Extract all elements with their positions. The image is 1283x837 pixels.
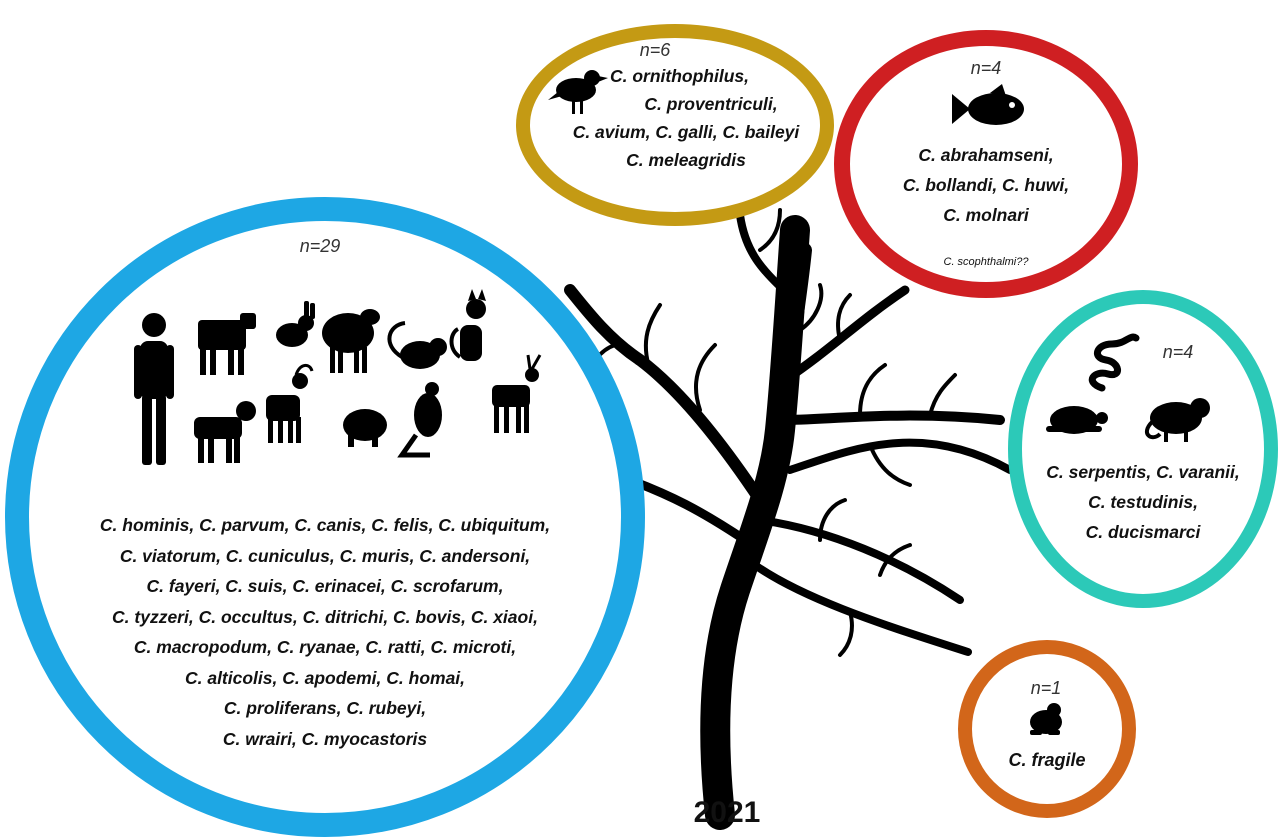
dog-icon [194,401,256,463]
species-line: C. alticolis, C. apodemi, C. homai, [184,667,466,688]
amphibians-count: n=1 [1030,678,1062,698]
tree-twig [694,343,717,412]
goat-icon [266,364,314,443]
species-line: C. bollandi, C. huwi, [902,175,1070,195]
snake-icon [1088,333,1140,392]
tree-branch [756,516,964,604]
tree-branch [744,556,972,656]
species-line: C. proventriculi, [644,94,778,114]
mammals-count: n=29 [299,236,341,256]
human-icon [134,313,174,465]
reptiles-species-list: C. serpentis, C. varanii, C. testudinis,… [1022,457,1264,547]
tree-branch [564,284,766,506]
pig-icon [343,409,387,447]
year-label: 2021 [693,796,761,829]
fish-note: C. scophthalmi?? [943,256,1029,268]
tree-twig [878,543,912,577]
chameleon-icon [1145,398,1210,442]
species-line: C. fragile [1008,750,1086,770]
rabbit-icon [276,301,315,347]
reptiles-icons [1046,333,1210,442]
species-line: C. abrahamseni, [918,145,1054,165]
reptiles-count: n=4 [1162,342,1194,362]
tree-twig [798,283,824,332]
rat-icon [387,321,447,369]
tree-twig [838,610,854,657]
tree-twig [836,293,852,342]
species-line: C. proliferans, C. rubeyi, [223,698,427,718]
species-line: C. hominis, C. parvum, C. canis, C. feli… [99,515,551,535]
bird-icon [548,70,608,114]
tree-twig [643,303,662,372]
birds-count: n=6 [639,40,671,60]
tree-twig [758,208,782,252]
species-line: C. ducismarci [1085,522,1201,542]
turtle-icon [1046,406,1108,434]
tree-twig [928,373,957,417]
species-line: C. testudinis, [1088,492,1198,512]
species-line: C. fayeri, C. suis, C. erinacei, C. scro… [146,576,504,596]
amphibians-species-list: C. fragile [980,746,1114,774]
frog-icon [1030,703,1062,735]
kangaroo-icon [397,382,442,458]
mammals-icons [134,289,542,465]
birds-species-list: C. ornithophilus, C. proventriculi, C. a… [540,62,832,174]
tree-branch [736,211,799,304]
species-line: C. ornithophilus, [610,66,750,86]
cow-icon [198,313,256,375]
species-line: C. avium, C. galli, C. baileyi [572,122,800,142]
deer-icon [492,354,542,433]
species-line: C. wrairi, C. myocastoris [222,728,428,749]
tree-branch [625,475,750,545]
fish-icon [952,84,1024,125]
tree-twig [858,363,887,417]
species-line: C. macropodum, C. ryanae, C. ratti, C. m… [133,637,517,657]
tree-twig [818,498,847,542]
tree-branch [777,410,1005,425]
species-line: C. serpentis, C. varanii, [1046,462,1240,482]
species-line: C. molnari [943,205,1029,225]
sheep-icon [322,309,380,373]
cat-icon [449,289,486,361]
tree-twig [868,443,912,487]
species-line: C. meleagridis [626,150,746,170]
species-line: C. viatorum, C. cuniculus, C. muris, C. … [119,545,531,566]
tree-branch [780,285,910,385]
species-line: C. tyzzeri, C. occultus, C. ditrichi, C.… [112,606,538,627]
tree-branch [786,438,1014,474]
tree-trunk-upper [773,243,812,437]
fish-count: n=4 [970,58,1002,78]
fish-species-list: C. abrahamseni, C. bollandi, C. huwi, C.… [858,140,1114,230]
mammals-species-list: C. hominis, C. parvum, C. canis, C. feli… [80,510,570,754]
